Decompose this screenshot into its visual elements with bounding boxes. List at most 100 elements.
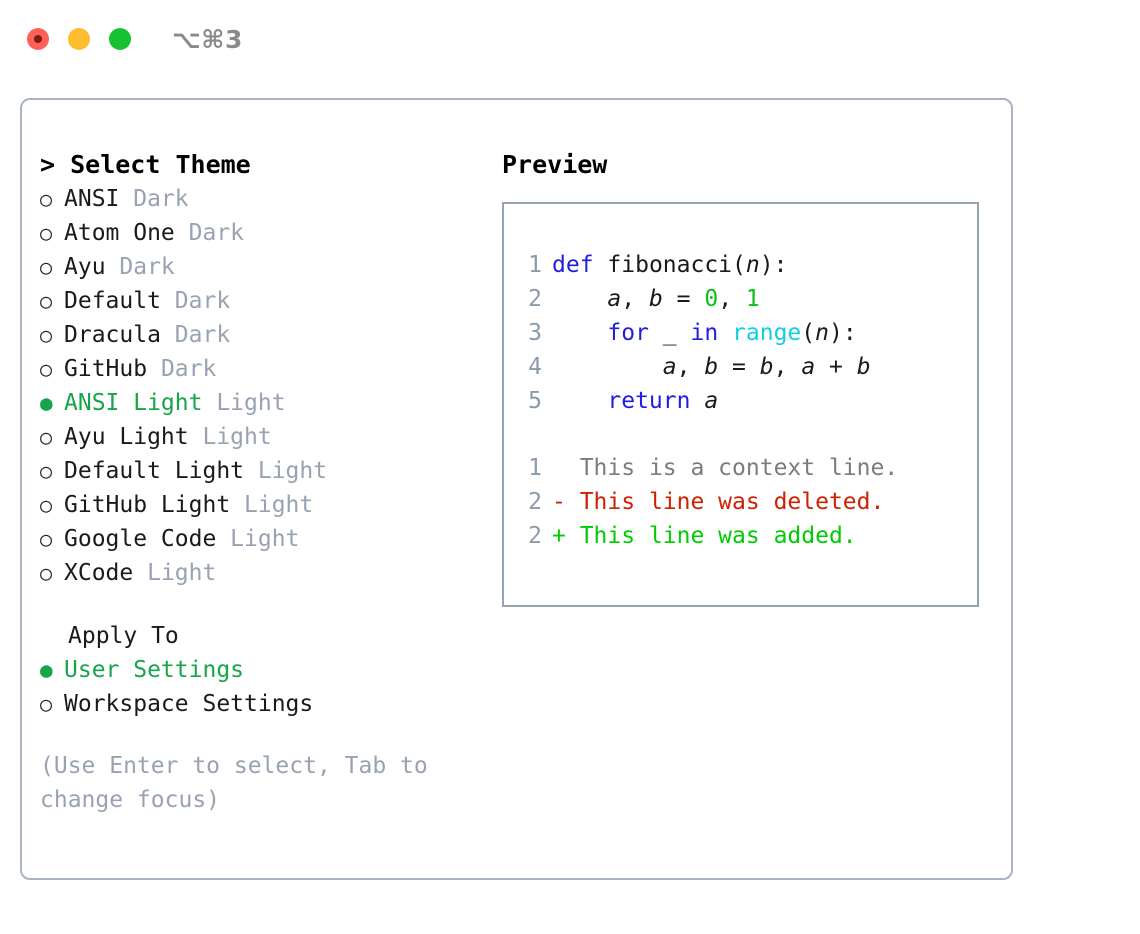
- theme-kind-badge: Dark: [147, 356, 217, 382]
- theme-list-item[interactable]: ○Default Light Light: [40, 454, 492, 488]
- code-token-plain: ):: [829, 320, 857, 346]
- radio-unselected-icon: ○: [40, 425, 53, 449]
- code-token-plain: [552, 388, 607, 414]
- maximize-window-icon[interactable]: [109, 28, 131, 50]
- code-token-kw: def: [552, 252, 594, 278]
- code-token-var: n: [815, 320, 830, 346]
- diff-line-text: + This line was added.: [542, 519, 857, 553]
- radio-selected-icon: ●: [40, 391, 53, 415]
- close-window-icon[interactable]: [27, 28, 49, 50]
- line-number: 4: [528, 354, 542, 380]
- radio-unselected-icon: ○: [40, 255, 53, 279]
- code-token-plain: ):: [759, 252, 788, 278]
- code-token-plain: [690, 388, 704, 414]
- theme-list-item[interactable]: ○XCode Light: [40, 556, 492, 590]
- code-token-num: 1: [745, 286, 760, 312]
- apply-to-option[interactable]: ○ Workspace Settings: [40, 687, 492, 721]
- code-line-text: def fibonacci(n):: [542, 248, 787, 282]
- theme-kind-badge: Dark: [174, 220, 245, 246]
- theme-list-item[interactable]: ○Default Dark: [40, 284, 492, 318]
- code-token-plain: (: [801, 320, 816, 346]
- code-token-var: a: [801, 354, 816, 380]
- code-token-var: b: [856, 354, 871, 380]
- code-token-plain: =: [662, 286, 705, 312]
- diff-line: 2+ This line was added.: [504, 519, 977, 553]
- code-token-plain: (: [732, 252, 746, 278]
- apply-to-section: Apply To ● User Settings ○ Workspace Settin…: [40, 619, 492, 721]
- theme-list-item[interactable]: ○ GitHub Dark: [40, 352, 492, 386]
- code-token-plain: _: [648, 320, 691, 346]
- titlebar: ⌥⌘3: [0, 0, 1140, 78]
- theme-list-item[interactable]: ○Ayu Dark: [40, 250, 492, 284]
- keyboard-shortcut-label: ⌥⌘3: [172, 24, 243, 54]
- theme-name: Default: [64, 288, 161, 314]
- diff-text: This line was added.: [579, 523, 857, 549]
- theme-list[interactable]: ○ANSI Dark○Atom One Dark○Ayu Dark○Defaul…: [40, 182, 492, 590]
- diff-line: 2- This line was deleted.: [504, 485, 977, 519]
- theme-name: XCode: [64, 560, 134, 586]
- theme-list-item[interactable]: ○Dracula Dark: [40, 318, 492, 352]
- diff-sample: 1 This is a context line.2- This line wa…: [504, 451, 977, 553]
- code-token-fn: fibonacci: [607, 252, 733, 278]
- radio-selected-icon: ●: [40, 658, 53, 682]
- theme-list-item[interactable]: ○Google Code Light: [40, 522, 492, 556]
- theme-kind-badge: Dark: [119, 186, 189, 212]
- radio-unselected-icon: ○: [40, 187, 53, 211]
- code-token-kw: in: [690, 320, 719, 346]
- apply-to-options[interactable]: ● User Settings ○ Workspace Settings: [40, 653, 492, 721]
- code-line: 5 return a: [504, 384, 977, 418]
- code-line: 2 a, b = 0, 1: [504, 282, 977, 316]
- code-line-text: for _ in range(n):: [542, 316, 857, 350]
- keyboard-hint-text: (Use Enter to select, Tab to change focu…: [40, 753, 428, 813]
- theme-kind-badge: Dark: [160, 322, 231, 348]
- diff-line-number: 1: [528, 455, 542, 481]
- code-line: 3 for _ in range(n):: [504, 316, 977, 350]
- diff-marker: -: [552, 489, 580, 515]
- theme-name: Dracula: [64, 322, 161, 348]
- apply-to-heading: Apply To: [68, 623, 179, 649]
- code-line-text: a, b = 0, 1: [542, 282, 760, 316]
- radio-unselected-icon: ○: [40, 692, 53, 716]
- traffic-lights: [27, 28, 131, 50]
- apply-to-label: Workspace Settings: [64, 691, 314, 717]
- diff-line-text: - This line was deleted.: [542, 485, 884, 519]
- line-number: 2: [528, 286, 542, 312]
- diff-line-number: 2: [528, 489, 542, 515]
- theme-list-item[interactable]: ○GitHub Light Light: [40, 488, 492, 522]
- apply-to-label: User Settings: [64, 657, 245, 683]
- apply-to-option[interactable]: ● User Settings: [40, 653, 492, 687]
- code-token-plain: ,: [676, 354, 705, 380]
- theme-kind-badge: Light: [133, 560, 217, 586]
- theme-kind-badge: Light: [188, 424, 272, 450]
- code-token-num: 0: [704, 286, 719, 312]
- code-token-plain: [552, 286, 607, 312]
- theme-kind-badge: Light: [202, 390, 286, 416]
- code-token-var: b: [759, 354, 774, 380]
- theme-kind-badge: Light: [244, 458, 328, 484]
- theme-kind-badge: Dark: [160, 288, 231, 314]
- diff-line-number: 2: [528, 523, 542, 549]
- code-line: 4 a, b = b, a + b: [504, 350, 977, 384]
- theme-list-item[interactable]: ○Ayu Light Light: [40, 420, 492, 454]
- theme-list-item[interactable]: ○Atom One Dark: [40, 216, 492, 250]
- radio-unselected-icon: ○: [40, 357, 53, 381]
- theme-list-item[interactable]: ○ANSI Dark: [40, 182, 492, 216]
- theme-list-item[interactable]: ● ANSI Light Light: [40, 386, 492, 420]
- code-token-kw: return: [607, 388, 691, 414]
- code-token-var: a: [704, 388, 719, 414]
- code-token-plain: [718, 320, 732, 346]
- code-token-plain: +: [815, 354, 857, 380]
- theme-name: Default Light: [64, 458, 245, 484]
- theme-name: ANSI Light: [64, 390, 203, 416]
- code-token-plain: ,: [621, 286, 649, 312]
- theme-name: GitHub: [64, 356, 148, 382]
- code-line-text: return a: [542, 384, 718, 418]
- minimize-window-icon[interactable]: [68, 28, 90, 50]
- code-token-plain: [594, 252, 608, 278]
- code-token-var: b: [704, 354, 719, 380]
